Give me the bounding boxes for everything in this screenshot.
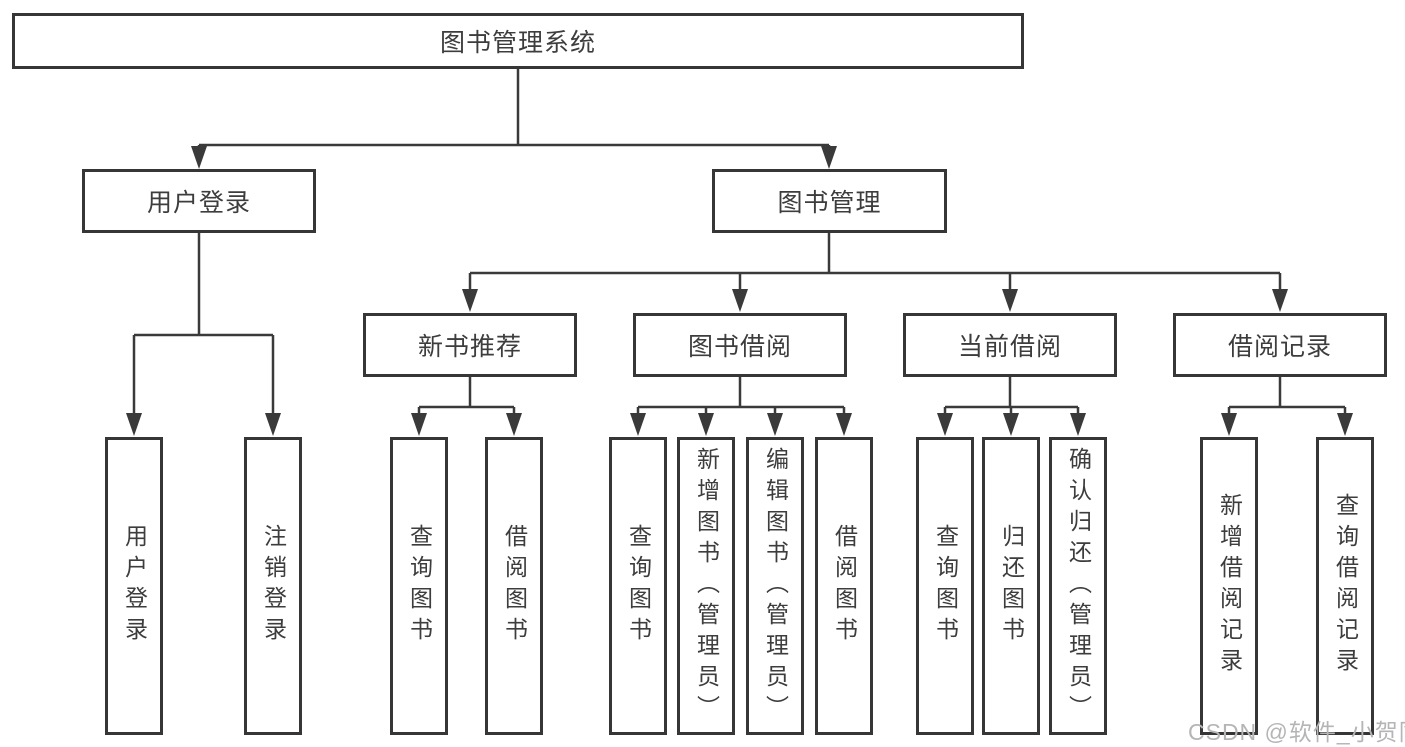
leaf-borrow-books-1-label: 借阅图书 bbox=[501, 524, 528, 648]
leaf-query-books-3-label: 查询图书 bbox=[932, 524, 959, 648]
leaf-add-book-admin-label: 新增图书（管理员） bbox=[693, 446, 720, 726]
leaf-query-books-2: 查询图书 bbox=[609, 437, 667, 735]
watermark: CSDN @软件_小贺同学 bbox=[1188, 719, 1405, 745]
node-borrow-records-label: 借阅记录 bbox=[1227, 333, 1332, 361]
leaf-query-books-2-label: 查询图书 bbox=[625, 524, 652, 648]
node-borrow-records: 借阅记录 bbox=[1173, 313, 1387, 377]
leaf-query-books-1: 查询图书 bbox=[390, 437, 448, 735]
node-book-borrow-label: 图书借阅 bbox=[687, 333, 792, 361]
node-book-borrow: 图书借阅 bbox=[633, 313, 847, 377]
leaf-add-book-admin: 新增图书（管理员） bbox=[677, 437, 735, 735]
node-new-book-recommend: 新书推荐 bbox=[363, 313, 577, 377]
node-new-book-recommend-label: 新书推荐 bbox=[417, 333, 522, 361]
leaf-return-book: 归还图书 bbox=[982, 437, 1040, 735]
leaf-query-borrow-record: 查询借阅记录 bbox=[1316, 437, 1374, 735]
leaf-user-login: 用户登录 bbox=[105, 437, 163, 735]
leaf-borrow-books-2: 借阅图书 bbox=[815, 437, 873, 735]
node-current-borrow: 当前借阅 bbox=[903, 313, 1117, 377]
leaf-logout: 注销登录 bbox=[244, 437, 302, 735]
leaf-query-books-1-label: 查询图书 bbox=[406, 524, 433, 648]
node-user-login-label: 用户登录 bbox=[146, 189, 251, 217]
node-user-login: 用户登录 bbox=[82, 169, 316, 233]
node-root-label: 图书管理系统 bbox=[439, 29, 596, 57]
node-book-management: 图书管理 bbox=[712, 169, 947, 233]
leaf-confirm-return-admin-label: 确认归还（管理员） bbox=[1065, 446, 1092, 726]
leaf-return-book-label: 归还图书 bbox=[998, 524, 1025, 648]
leaf-borrow-books-1: 借阅图书 bbox=[485, 437, 543, 735]
leaf-logout-label: 注销登录 bbox=[260, 524, 287, 648]
leaf-confirm-return-admin: 确认归还（管理员） bbox=[1049, 437, 1107, 735]
node-root: 图书管理系统 bbox=[12, 13, 1024, 69]
leaf-add-borrow-record: 新增借阅记录 bbox=[1200, 437, 1258, 735]
leaf-borrow-books-2-label: 借阅图书 bbox=[831, 524, 858, 648]
leaf-query-borrow-record-label: 查询借阅记录 bbox=[1332, 493, 1359, 679]
leaf-edit-book-admin: 编辑图书（管理员） bbox=[746, 437, 804, 735]
node-current-borrow-label: 当前借阅 bbox=[957, 333, 1062, 361]
leaf-edit-book-admin-label: 编辑图书（管理员） bbox=[762, 446, 789, 726]
leaf-user-login-label: 用户登录 bbox=[121, 524, 148, 648]
leaf-add-borrow-record-label: 新增借阅记录 bbox=[1216, 493, 1243, 679]
node-book-management-label: 图书管理 bbox=[777, 189, 882, 217]
leaf-query-books-3: 查询图书 bbox=[916, 437, 974, 735]
